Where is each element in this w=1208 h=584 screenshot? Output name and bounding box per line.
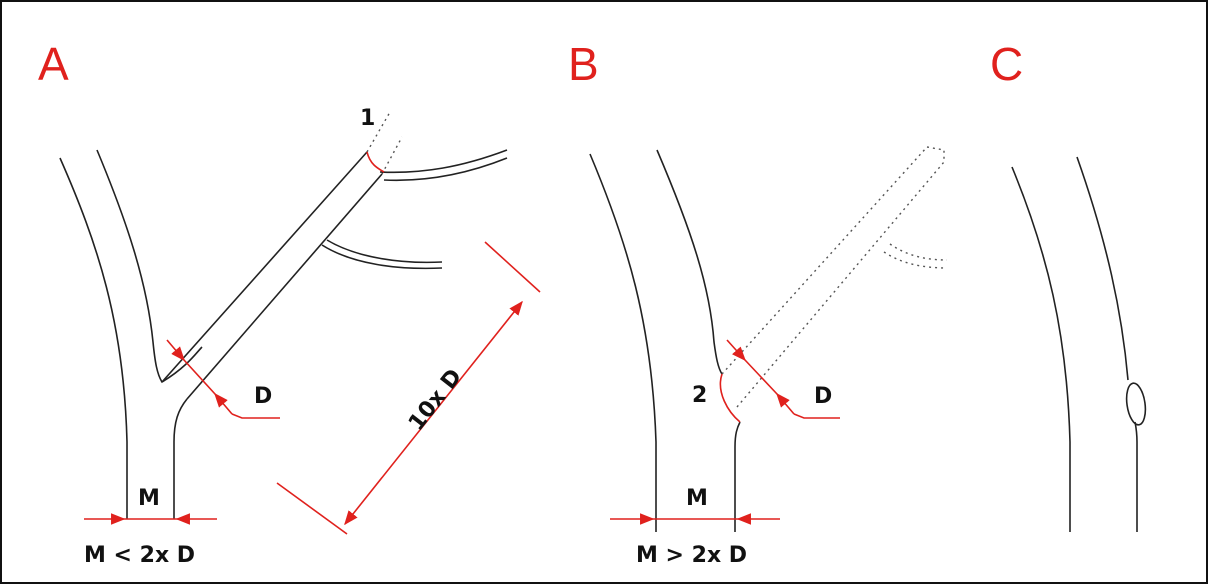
panel-a-cut-number: 1 — [360, 106, 375, 131]
panel-a-length-dimension — [276, 241, 541, 535]
panel-a-trunk-right-lower — [173, 398, 188, 519]
panel-b-d-label: D — [814, 384, 832, 409]
panel-b-cut-mark — [719, 373, 741, 423]
panel-b-trunk-right-lower — [734, 421, 741, 532]
panel-b-m-label: M — [686, 486, 708, 511]
panel-c-trunk-right-lower — [1134, 421, 1138, 532]
panel-b-removed-branch — [721, 146, 948, 408]
panel-b-trunk-right — [656, 149, 723, 375]
panel-c-label: C — [990, 38, 1023, 90]
panel-a-trunk-right — [96, 149, 203, 384]
panel-a-cut-mark — [366, 151, 385, 173]
panel-c-wound-callus — [1125, 382, 1147, 426]
panel-a-label: A — [38, 38, 69, 90]
panel-a-length-label: 10x D — [404, 365, 467, 436]
panel-b: B 2 D M M > 2x D — [568, 38, 948, 568]
panel-c-trunk-right — [1076, 156, 1129, 381]
panel-a-m-label: M — [138, 486, 160, 511]
panel-a-d-dimension — [166, 339, 280, 419]
panel-c-trunk-left — [1011, 166, 1071, 532]
panel-b-label: B — [568, 38, 599, 90]
panel-a: A 1 D — [38, 38, 541, 568]
panel-b-cut-number: 2 — [692, 383, 707, 408]
panel-a-trunk-left — [59, 157, 128, 519]
panel-b-trunk-left — [589, 153, 657, 532]
panel-a-branch — [161, 111, 508, 400]
panel-b-d-dimension — [726, 339, 840, 419]
panel-c: C — [990, 38, 1147, 532]
panel-b-rule: M > 2x D — [636, 543, 747, 568]
panel-a-d-label: D — [254, 384, 272, 409]
panel-a-rule: M < 2x D — [84, 543, 195, 568]
